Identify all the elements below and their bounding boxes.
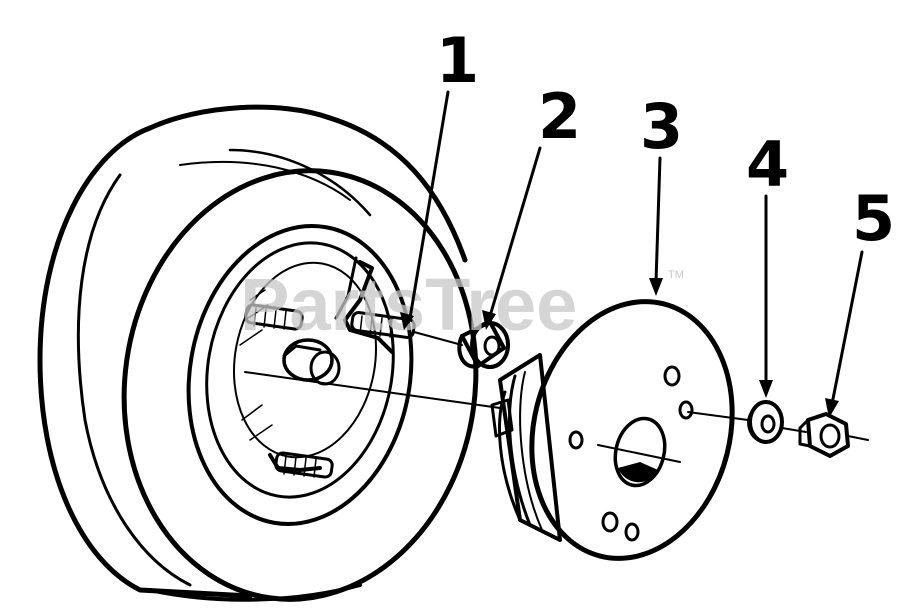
- callout-3: 3: [640, 90, 683, 296]
- washer: [747, 400, 807, 444]
- watermark-text: PartsTree: [240, 263, 577, 346]
- hub: [490, 299, 749, 561]
- spacer: [413, 320, 510, 369]
- nut: [798, 412, 869, 458]
- callout-number-1: 1: [436, 24, 479, 97]
- axle: [244, 338, 501, 409]
- rim-plate: [205, 241, 395, 499]
- callout-2: 2: [482, 80, 581, 330]
- rim-studs: [244, 303, 416, 479]
- tire: [37, 104, 479, 602]
- callout-5: 5: [825, 182, 895, 418]
- callout-4: 4: [746, 128, 789, 398]
- callout-number-2: 2: [538, 80, 581, 153]
- callout-number-4: 4: [746, 128, 789, 201]
- watermark-trademark: TM: [668, 269, 684, 281]
- callout-number-3: 3: [640, 90, 683, 163]
- callout-number-5: 5: [852, 182, 895, 255]
- callout-1: 1: [400, 24, 479, 330]
